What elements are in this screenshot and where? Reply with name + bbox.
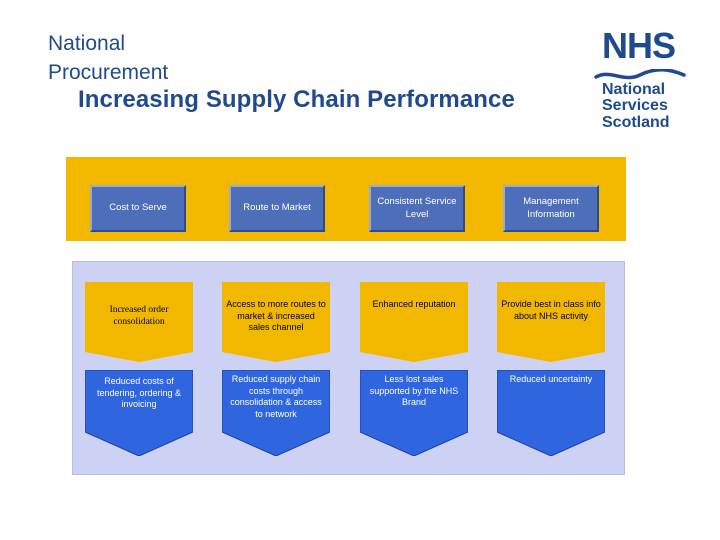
- benefit-pentagon-4: Provide best in class info about NHS act…: [497, 282, 605, 362]
- logo-line-national: National: [602, 81, 666, 98]
- pentagon-shape: [497, 282, 605, 362]
- header-national: National: [48, 32, 126, 55]
- benefit-pentagon-3: Enhanced reputation: [360, 282, 468, 362]
- pentagon-shape: [85, 370, 193, 456]
- outcome-label-4: Reduced uncertainty: [509, 374, 593, 384]
- benefit-label-3: Enhanced reputation: [372, 299, 456, 309]
- benefit-label-4: Provide best in class info about NHS act…: [501, 299, 601, 321]
- pentagon-shape: [222, 282, 330, 362]
- outcome-pentagon-4: Reduced uncertainty: [497, 370, 605, 456]
- outcome-pentagon-3: Less lost sales supported by the NHS Bra…: [360, 370, 468, 456]
- heading-management-information: Management Information: [503, 185, 599, 232]
- heading-cost-to-serve: Cost to Serve: [90, 185, 186, 232]
- outcome-label-3: Less lost sales supported by the NHS Bra…: [369, 374, 459, 408]
- pentagon-shape: [497, 370, 605, 456]
- outcome-label-1: Reduced costs of tendering, ordering & i…: [96, 376, 182, 410]
- benefit-label-2: Access to more routes to market & increa…: [226, 299, 326, 333]
- pentagon-shape: [360, 370, 468, 456]
- wave-icon: [594, 69, 686, 80]
- pentagon-shape: [222, 370, 330, 456]
- nhs-logo: NHS National Services Scotland: [590, 28, 690, 132]
- outcome-pentagon-2: Reduced supply chain costs through conso…: [222, 370, 330, 456]
- header-procurement: Procurement: [48, 61, 169, 84]
- outcome-label-2: Reduced supply chain costs through conso…: [230, 374, 322, 420]
- page-title: Increasing Supply Chain Performance: [78, 86, 515, 113]
- benefit-label-1: Increased order consolidation: [109, 305, 169, 328]
- nhs-logo-org: National Services Scotland: [602, 81, 670, 131]
- heading-consistent-service-level: Consistent Service Level: [369, 185, 465, 232]
- pentagon-shape: [360, 282, 468, 362]
- nhs-logo-text: NHS: [602, 25, 676, 66]
- heading-route-to-market: Route to Market: [229, 185, 325, 232]
- pentagon-shape: [85, 282, 193, 362]
- benefit-pentagon-1: Increased order consolidation: [85, 282, 193, 362]
- logo-line-services: Services: [602, 97, 668, 115]
- benefit-pentagon-2: Access to more routes to market & increa…: [222, 282, 330, 362]
- logo-line-scotland: Scotland: [602, 113, 670, 131]
- outcome-pentagon-1: Reduced costs of tendering, ordering & i…: [85, 370, 193, 456]
